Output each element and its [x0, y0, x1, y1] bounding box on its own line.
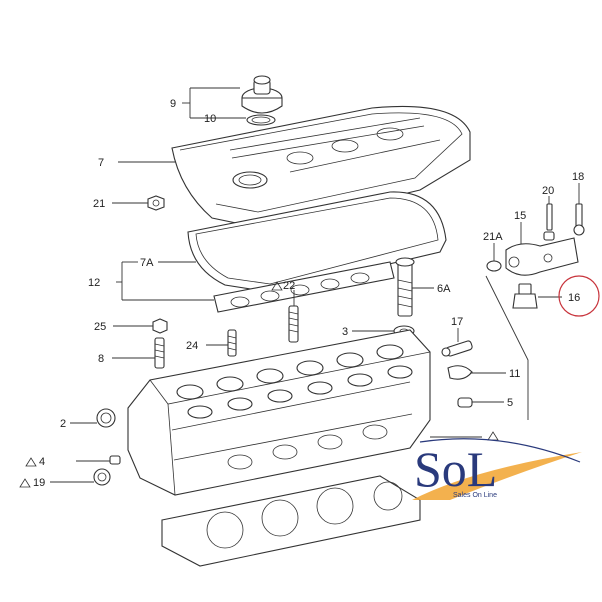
sol-logo: SoL Sales On Line — [412, 438, 582, 500]
callout-labels: 9 10 7 21 12 7A 25 24 8 22 6A 3 17 11 5 … — [33, 98, 584, 489]
callout-15: 15 — [514, 210, 526, 222]
callout-7a: 7A — [140, 257, 154, 269]
plug-5 — [457, 397, 473, 408]
sensor-16 — [512, 283, 538, 309]
nut-25 — [152, 318, 168, 334]
seal-2 — [96, 408, 116, 428]
callout-19: 19 — [33, 477, 45, 489]
logo-tagline: Sales On Line — [453, 492, 497, 499]
cam-caps-row — [176, 344, 404, 400]
highlight-circle — [558, 275, 600, 317]
callout-10: 10 — [204, 113, 216, 125]
logo-swoosh — [412, 452, 582, 500]
callout-22: 22 — [283, 280, 295, 292]
callout-12: 12 — [88, 277, 100, 289]
cylinder-head-bolt — [395, 257, 415, 317]
callout-16: 16 — [568, 292, 580, 304]
callout-25: 25 — [94, 321, 106, 333]
cylinder-head — [127, 329, 431, 496]
washer-20 — [543, 203, 555, 241]
valve-cover — [171, 105, 471, 229]
callout-9: 9 — [170, 98, 176, 110]
housing-15 — [505, 237, 579, 276]
callout-11: 11 — [509, 368, 520, 380]
stud-24 — [227, 329, 237, 357]
callout-7: 7 — [98, 157, 104, 169]
oil-filler-cap — [241, 75, 283, 114]
callout-17: 17 — [451, 316, 463, 328]
callout-3: 3 — [342, 326, 348, 338]
leader-lines — [50, 87, 580, 483]
head-gasket — [161, 475, 421, 567]
callout-4: 4 — [39, 456, 45, 468]
plug-11 — [447, 365, 473, 380]
callout-21: 21 — [93, 198, 105, 210]
nut-21 — [147, 195, 165, 211]
cam-caps-row-lower — [187, 365, 413, 419]
callout-2: 2 — [60, 418, 66, 430]
manifold-gasket-strip — [213, 261, 395, 313]
screw-18 — [573, 203, 585, 236]
callout-6a: 6A — [437, 283, 451, 295]
callout-5: 5 — [507, 397, 513, 409]
callout-18: 18 — [572, 171, 584, 183]
filler-cap-seal — [246, 114, 276, 126]
callout-24: 24 — [186, 340, 198, 352]
intake-ports — [227, 424, 388, 470]
stud-8 — [154, 337, 165, 369]
stud-22 — [288, 305, 299, 343]
callout-20: 20 — [542, 185, 554, 197]
logo-swoosh-line — [419, 438, 581, 463]
callout-21a: 21A — [483, 231, 503, 243]
callout-8: 8 — [98, 353, 104, 365]
valve-cover-gasket — [187, 191, 447, 293]
sensor-17 — [441, 340, 473, 357]
seal-19 — [93, 468, 111, 486]
gasket-21a — [486, 260, 502, 272]
plug-4 — [109, 455, 121, 465]
logo-text: SoL — [414, 441, 497, 497]
